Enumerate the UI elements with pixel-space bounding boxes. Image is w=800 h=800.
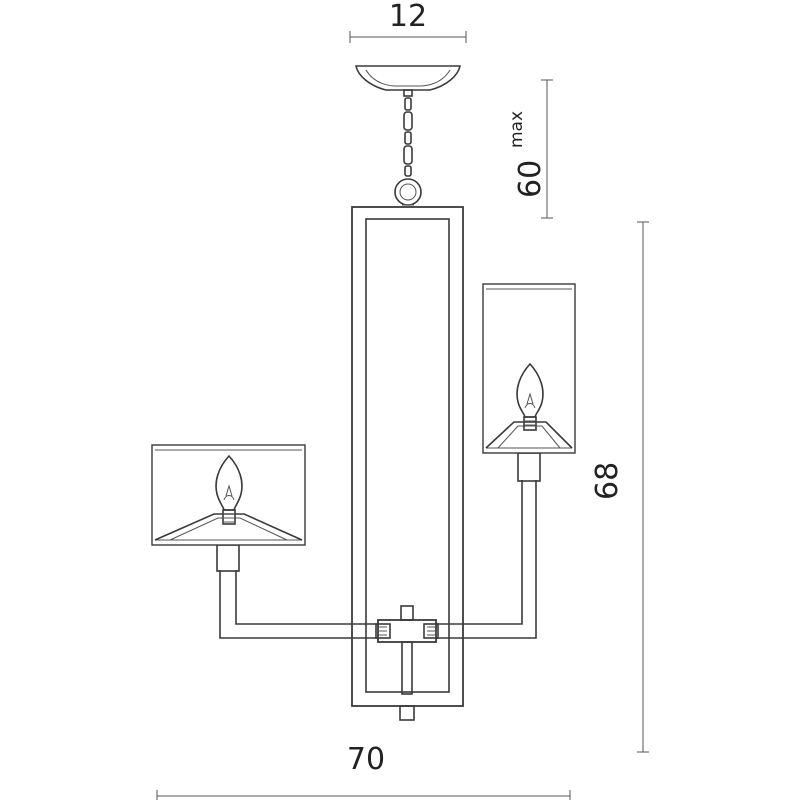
chain-length-suffix: max	[507, 111, 527, 148]
total-width-dimension: 70	[156, 742, 571, 800]
arm-assembly	[219, 480, 537, 721]
suspension-chain	[394, 97, 422, 206]
right-shade	[482, 283, 576, 454]
total-width-label: 70	[347, 742, 385, 777]
ceiling-canopy	[355, 65, 461, 97]
chain-length-label: 60	[513, 160, 548, 198]
canopy-width-dimension: 12	[349, 0, 467, 43]
left-bulb-icon	[215, 454, 243, 525]
canopy-width-label: 12	[389, 0, 427, 34]
right-socket	[517, 452, 541, 482]
total-height-dimension: 68	[590, 221, 649, 753]
right-bulb-icon	[516, 362, 544, 431]
total-height-label: 68	[590, 462, 625, 500]
right-lamp	[482, 283, 576, 482]
left-lamp	[151, 444, 306, 572]
chain-length-dimension: 60 max	[507, 79, 553, 219]
left-socket	[216, 544, 240, 572]
left-shade	[151, 444, 306, 546]
